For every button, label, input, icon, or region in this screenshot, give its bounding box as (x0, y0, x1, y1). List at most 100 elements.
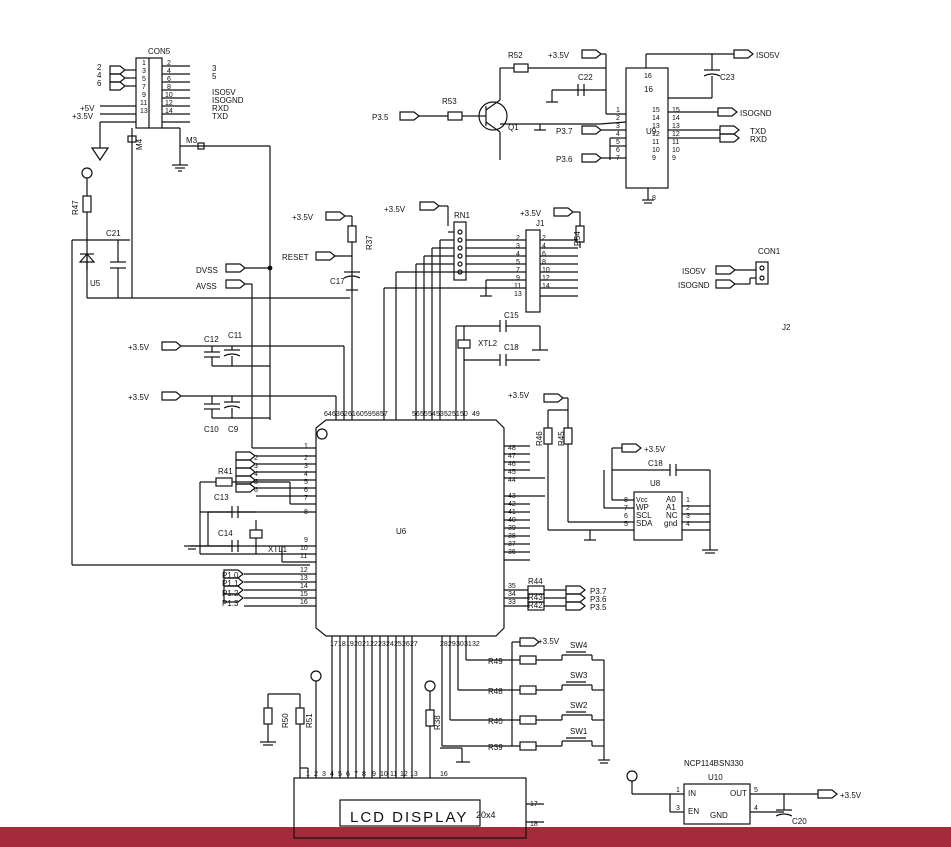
svg-text:1: 1 (616, 107, 620, 114)
svg-text:22: 22 (370, 641, 378, 648)
c11-label: C11 (228, 331, 243, 340)
svg-text:2: 2 (616, 115, 620, 122)
r49-label: R49 (488, 657, 503, 666)
p12-label: P1.2 (222, 589, 239, 598)
q1-input-p35: P3.5 (372, 113, 389, 122)
r44-out-p37: P3.7 (590, 587, 607, 596)
svg-text:12: 12 (165, 100, 173, 107)
svg-text:11: 11 (652, 139, 659, 146)
svg-text:4: 4 (516, 251, 520, 258)
svg-text:17: 17 (330, 641, 338, 648)
svg-text:25: 25 (394, 641, 402, 648)
svg-text:14: 14 (542, 283, 550, 290)
svg-text:5: 5 (212, 72, 217, 81)
u6-body (315, 419, 505, 637)
svg-text:16: 16 (300, 599, 308, 606)
u8-scl: SCL (636, 511, 652, 520)
u9-isognd-label: ISOGND (740, 109, 772, 118)
lcd-display-body (293, 777, 527, 839)
u8-nc: NC (666, 511, 678, 520)
svg-text:7: 7 (142, 84, 146, 91)
svg-text:44: 44 (508, 477, 516, 484)
con5-iso5v: ISO5V (212, 88, 236, 97)
con5-plus5v: +5V (80, 104, 95, 113)
svg-text:15: 15 (652, 107, 660, 114)
svg-text:8: 8 (624, 497, 628, 504)
svg-text:4: 4 (616, 131, 620, 138)
footer-bar (0, 827, 951, 847)
svg-text:6: 6 (304, 487, 308, 494)
svg-text:11: 11 (514, 283, 521, 290)
con5-isognd: ISOGND (212, 96, 244, 105)
c12-label: C12 (204, 335, 219, 344)
svg-text:3: 3 (142, 68, 146, 75)
svg-text:18: 18 (338, 641, 346, 648)
svg-text:34: 34 (508, 591, 516, 598)
svg-text:13: 13 (672, 123, 680, 130)
u10-out: OUT (730, 789, 747, 798)
svg-text:3: 3 (516, 243, 520, 250)
u6-label: U6 (396, 527, 407, 536)
j1-rail-label: +3.5V (520, 209, 542, 218)
u9-label: U9 (646, 127, 657, 136)
svg-text:8: 8 (652, 195, 656, 202)
svg-text:5: 5 (754, 787, 758, 794)
svg-text:12: 12 (652, 131, 660, 138)
svg-text:40: 40 (508, 517, 516, 524)
svg-text:7: 7 (616, 155, 620, 162)
u10-body (683, 783, 751, 825)
r42-out-p35: P3.5 (590, 603, 607, 612)
svg-text:15: 15 (672, 107, 680, 114)
svg-text:10: 10 (542, 267, 550, 274)
svg-text:55: 55 (420, 411, 428, 418)
svg-text:3: 3 (254, 463, 258, 470)
svg-text:3: 3 (212, 64, 217, 73)
c12-rail-label: +3.5V (128, 343, 150, 352)
svg-text:3: 3 (304, 463, 308, 470)
svg-text:11: 11 (300, 553, 307, 560)
svg-text:23: 23 (378, 641, 386, 648)
u9-iso5v-label: ISO5V (756, 51, 780, 60)
svg-text:9: 9 (652, 155, 656, 162)
u9-p36-label: P3.6 (556, 155, 573, 164)
svg-text:5: 5 (616, 139, 620, 146)
c20-label: C20 (792, 817, 807, 826)
svg-text:4: 4 (754, 805, 758, 812)
r47-label: R47 (71, 200, 80, 215)
sw4-label: SW4 (570, 641, 588, 650)
svg-text:26: 26 (402, 641, 410, 648)
u8-vcc: Vcc (636, 497, 648, 504)
svg-text:4: 4 (254, 471, 258, 478)
svg-text:59: 59 (364, 411, 372, 418)
svg-text:5: 5 (516, 259, 520, 266)
dvss-label: DVSS (196, 266, 218, 275)
u10-rail-label: +3.5V (840, 791, 862, 800)
svg-text:38: 38 (508, 533, 516, 540)
svg-text:1: 1 (304, 443, 308, 450)
svg-text:58: 58 (372, 411, 380, 418)
svg-text:13: 13 (652, 123, 660, 130)
r43-out-p36: P3.6 (590, 595, 607, 604)
svg-text:8: 8 (362, 771, 366, 778)
c15-label: C15 (504, 311, 519, 320)
svg-text:14: 14 (672, 115, 680, 122)
u8-label: U8 (650, 479, 661, 488)
svg-text:11: 11 (140, 100, 147, 107)
svg-text:43: 43 (508, 493, 516, 500)
svg-text:16: 16 (440, 771, 448, 778)
m3-label: M3 (186, 136, 198, 145)
u8-rail-label: +3.5V (644, 445, 666, 454)
p11-label: P1.1 (222, 579, 239, 588)
svg-text:9: 9 (304, 537, 308, 544)
r40-label: R40 (488, 717, 503, 726)
con5-rxd: RXD (212, 104, 229, 113)
svg-text:6: 6 (167, 76, 171, 83)
sw1-label: SW1 (570, 727, 588, 736)
svg-text:57: 57 (380, 411, 388, 418)
r54-label: R54 (573, 231, 582, 246)
lcd-size-label: 20x4 (476, 810, 496, 820)
u8-sda: SDA (636, 519, 653, 528)
r37-rail-label: +3.5V (292, 213, 314, 222)
svg-text:4: 4 (330, 771, 334, 778)
r46-rail-label: +3.5V (508, 391, 530, 400)
